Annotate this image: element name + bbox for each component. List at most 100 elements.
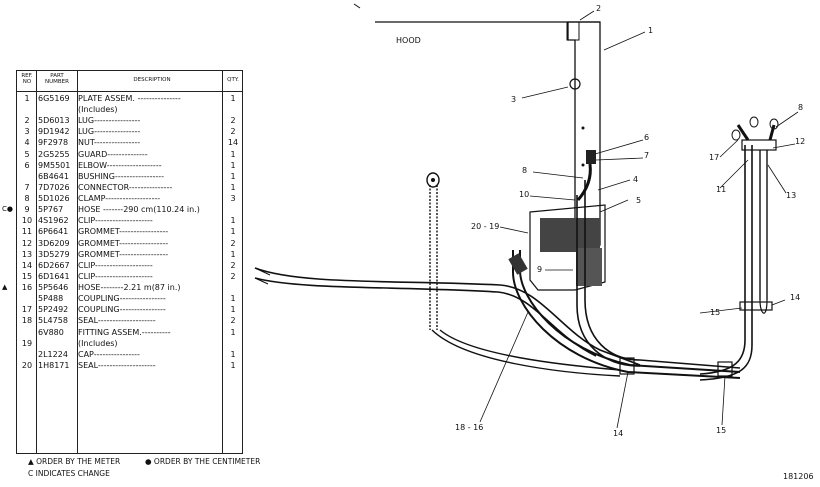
description-cell: CLIP--------------------	[78, 216, 153, 226]
lug	[569, 78, 581, 90]
ref-cell: 10	[21, 216, 33, 226]
part-number-cell: 5D1026	[38, 194, 70, 204]
part-number-cell: 5D6013	[38, 116, 70, 126]
callout-number: 8	[522, 166, 527, 175]
description-cell: CLIP--------------------	[78, 271, 153, 281]
part-number-cell: 5P488	[38, 294, 64, 304]
header-description: DESCRIPTION	[133, 77, 171, 83]
ref-cell: 1	[24, 94, 30, 103]
column-divider	[77, 71, 78, 453]
callout-number: 15	[716, 426, 726, 435]
callout-number: 13	[786, 191, 796, 200]
ref-cell: 14	[21, 260, 33, 270]
ref-cell: 4	[24, 138, 30, 148]
description-cell: NUT----------------	[78, 138, 141, 148]
description-cell: SEAL--------------------	[78, 360, 156, 370]
callout-number: 3	[511, 95, 516, 104]
qty-cell: 1	[230, 216, 236, 226]
description-cell: CONNECTOR---------------	[78, 182, 173, 192]
description-cell: FITTING ASSEM.----------	[78, 327, 171, 337]
qty-cell: 1	[230, 227, 236, 237]
table-row: 10 4S1962 CLIP-------------------- 1	[17, 215, 242, 226]
column-divider	[36, 71, 37, 453]
qty-cell: 2	[230, 127, 236, 137]
ref-cell: 2	[24, 116, 30, 126]
qty-cell: 1	[230, 327, 236, 337]
part-number-cell: 9M5501	[38, 160, 71, 170]
qty-cell: 1	[230, 160, 236, 170]
callout-number: 14	[613, 429, 623, 438]
callout-number: 5	[636, 196, 641, 205]
qty-cell: 3	[230, 194, 236, 204]
description-cell: COUPLING----------------	[78, 305, 166, 315]
part-number-cell: 9F2978	[38, 138, 69, 148]
description-cell: BUSHING-----------------	[78, 171, 165, 181]
part-number-cell: 3D6209	[38, 238, 70, 248]
ref-cell: 13	[21, 249, 33, 259]
callout-number: 8	[798, 103, 803, 112]
part-number-cell: 6D2667	[38, 260, 70, 270]
grommet	[741, 139, 777, 151]
description-cell: COUPLING----------------	[78, 294, 166, 304]
ref-cell: 6	[24, 160, 30, 170]
callout-number: 14	[790, 293, 800, 302]
description-cell: (Includes)	[78, 338, 118, 348]
part-number-cell: 6G5169	[38, 94, 70, 103]
callout-number: 10	[519, 190, 529, 199]
description-cell: GUARD--------------	[78, 149, 148, 159]
qty-cell: 1	[230, 94, 236, 103]
ref-cell: 8	[24, 194, 30, 204]
part-number-cell: 2G5255	[38, 149, 70, 159]
part-number-cell: 5P2492	[38, 305, 69, 315]
callout-number: 7	[644, 151, 649, 160]
qty-cell: 1	[230, 171, 236, 181]
part-number-cell: 6D1641	[38, 271, 70, 281]
plate-assembly	[567, 21, 601, 246]
description-cell: LUG----------------	[78, 127, 141, 137]
qty-cell: 1	[230, 149, 236, 159]
table-row: (Includes)	[17, 104, 242, 115]
description-cell: LUG----------------	[78, 116, 141, 126]
description-cell: CLAMP-------------------	[78, 194, 161, 204]
ref-cell: 19	[21, 338, 33, 348]
clamp-block	[540, 218, 600, 252]
description-cell: HOSE--------2.21 m(87 in.)	[78, 283, 181, 293]
ref-cell: 12	[21, 238, 33, 248]
qty-cell: 1	[230, 349, 236, 359]
elbow	[586, 150, 596, 164]
callout-number: 4	[633, 175, 638, 184]
table-row: 19 (Includes)	[17, 338, 242, 349]
ref-cell: 17	[21, 305, 33, 315]
table-row: 1 6G5169 PLATE ASSEM. --------------- 1	[17, 93, 242, 104]
qty-cell: 14	[227, 138, 239, 148]
figure-number: 181206	[783, 472, 814, 481]
ref-cell: 18	[21, 316, 33, 326]
description-cell: (Includes)	[78, 105, 118, 115]
header-ref: REF. NO	[21, 73, 33, 85]
legend-change: C INDICATES CHANGE	[28, 469, 110, 478]
part-number-cell: 4S1962	[38, 216, 69, 226]
description-cell: CAP----------------	[78, 349, 140, 359]
ref-cell: 7	[24, 182, 30, 192]
description-cell: ELBOW-------------------	[78, 160, 162, 170]
table-row: 4 9F2978 NUT---------------- 14	[17, 137, 242, 148]
qty-cell: 1	[230, 294, 236, 304]
description-cell: CLIP--------------------	[78, 260, 153, 270]
table-row: 5P488 COUPLING---------------- 1	[17, 293, 242, 304]
qty-cell: 2	[230, 271, 236, 281]
header-part-number: PART NUMBER	[45, 73, 69, 85]
description-cell: PLATE ASSEM. ---------------	[78, 94, 181, 103]
qty-cell: 2	[230, 316, 236, 326]
description-cell: GROMMET-----------------	[78, 238, 169, 248]
table-row: 6 9M5501 ELBOW------------------- 1	[17, 160, 242, 171]
callout-number: 15	[710, 308, 720, 317]
